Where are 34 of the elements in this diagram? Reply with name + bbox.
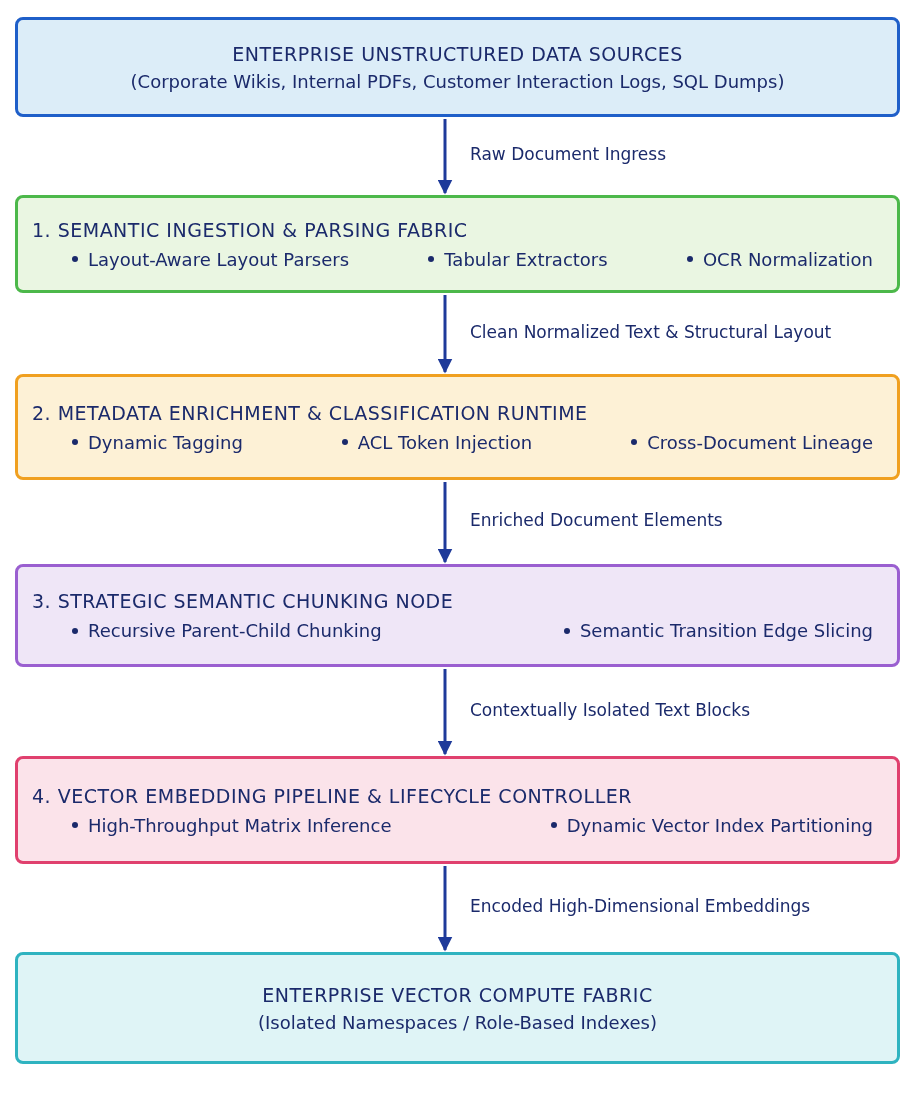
bullet-text: Layout-Aware Layout Parsers	[88, 248, 350, 270]
box-subtitle: (Isolated Namespaces / Role-Based Indexes)	[258, 1011, 657, 1033]
bullet-text: High-Throughput Matrix Inference	[88, 814, 392, 836]
arrow	[437, 119, 453, 195]
bullet-text: Cross-Document Lineage	[647, 431, 873, 453]
edge-label: Raw Document Ingress	[470, 144, 666, 164]
bullet-text: Semantic Transition Edge Slicing	[579, 620, 873, 641]
box-title: 1. SEMANTIC INGESTION & PARSING FABRIC	[32, 218, 469, 241]
arrow	[437, 295, 453, 374]
bullet-text: Tabular Extractors	[444, 248, 608, 270]
bullet-text: Dynamic Vector Index Partitioning	[566, 814, 873, 836]
process-box	[15, 17, 900, 117]
edge-label: Contextually Isolated Text Blocks	[470, 699, 751, 720]
arrow	[437, 482, 453, 564]
process-box	[15, 374, 900, 480]
box-title: ENTERPRISE VECTOR COMPUTE FABRIC	[262, 983, 653, 1006]
bullet-text: Recursive Parent-Child Chunking	[88, 620, 382, 641]
edge-label: Clean Normalized Text & Structural Layout	[470, 321, 832, 342]
arrow	[437, 866, 453, 952]
box-subtitle: (Corporate Wikis, Internal PDFs, Customer Interaction Logs, SQL Dumps)	[130, 70, 785, 92]
bullet-text: Dynamic Tagging	[88, 431, 243, 453]
box-title: 3. STRATEGIC SEMANTIC CHUNKING NODE	[32, 590, 455, 612]
bullet-text: ACL Token Injection	[357, 431, 533, 453]
process-box	[15, 756, 900, 864]
process-box	[15, 952, 900, 1064]
box-title: 2. METADATA ENRICHMENT & CLASSIFICATION RUNTIME	[32, 401, 589, 424]
edge-label: Encoded High-Dimensional Embeddings	[470, 896, 811, 916]
bullet-text: OCR Normalization	[702, 248, 873, 270]
process-box	[15, 564, 900, 667]
edge-label: Enriched Document Elements	[470, 510, 723, 530]
arrow	[437, 669, 453, 756]
box-title: 4. VECTOR EMBEDDING PIPELINE & LIFECYCLE CONTROLLER	[32, 784, 633, 807]
box-title: ENTERPRISE UNSTRUCTURED DATA SOURCES	[232, 42, 683, 65]
process-box	[15, 195, 900, 293]
